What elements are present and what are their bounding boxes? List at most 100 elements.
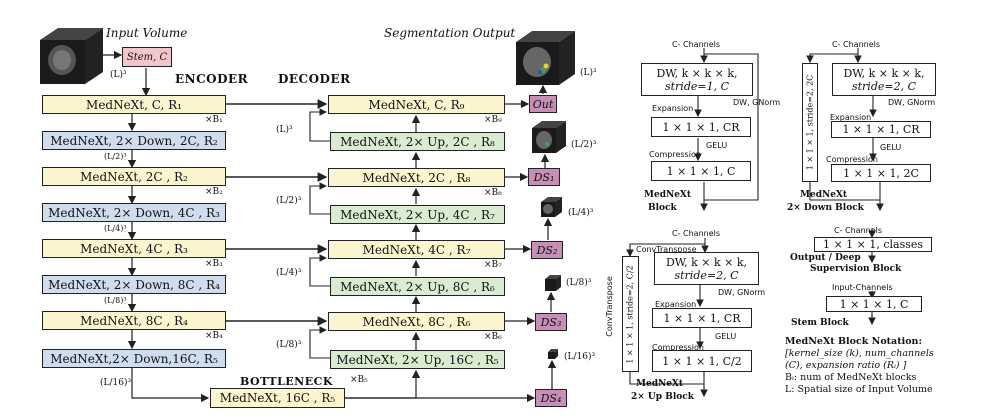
encoder-block-1: MedNeXt, C, R₁ bbox=[42, 95, 226, 114]
encoder-block-4: MedNeXt, 2× Down, 4C , R₃ bbox=[42, 203, 226, 222]
encoder-block-8: MedNeXt,2× Down,16C, R₅ bbox=[42, 349, 226, 368]
down-expansion: Expansion bbox=[830, 113, 872, 122]
mednext-exp-box: 1 × 1 × 1, CR bbox=[651, 117, 751, 137]
down-block-title-1: MedNeXt bbox=[800, 190, 848, 200]
stem-box-right: 1 × 1 × 1, C bbox=[826, 296, 922, 312]
mednext-comp-box: 1 × 1 × 1, C bbox=[651, 161, 751, 181]
output-ds4: DS₄ bbox=[535, 389, 567, 407]
output-volume-cube bbox=[516, 31, 575, 85]
up-gelu: GELU bbox=[715, 332, 737, 341]
bottleneck-mult: ×B₅ bbox=[350, 375, 368, 385]
enc-size-2: (L/2)³ bbox=[104, 152, 127, 161]
mednext-dw-line1: DW, k × k × k, bbox=[656, 66, 738, 80]
output-ds3: DS₃ bbox=[535, 313, 567, 331]
output-block-title-2: Supervision Block bbox=[810, 264, 902, 274]
mednext-dw-box: DW, k × k × k, stride=1, C bbox=[641, 63, 753, 96]
decoder-block-6: MedNeXt, 2× Up, 8C , R₆ bbox=[330, 277, 505, 296]
dec-mult-2: ×B₈ bbox=[484, 188, 502, 198]
segmentation-output-title: Segmentation Output bbox=[384, 26, 516, 40]
enc-mult-1: ×B₁ bbox=[205, 115, 223, 125]
down-gelu: GELU bbox=[880, 143, 902, 152]
enc-size-1: (L)³ bbox=[110, 70, 127, 80]
down-dw-line2: stride=2, C bbox=[851, 79, 917, 93]
up-block-title-1: MedNeXt bbox=[636, 379, 684, 389]
notation-line4: L: Spatial size of Input Volume bbox=[785, 384, 933, 395]
encoder-block-2: MedNeXt, 2× Down, 2C, R₂ bbox=[42, 131, 226, 150]
ds3-cube bbox=[545, 275, 561, 291]
enc-mult-4: ×B₄ bbox=[205, 331, 223, 341]
up-side-box: 1 × 1 × 1, stride=2, C/2 bbox=[622, 256, 639, 372]
dec-size-3: (L/4)³ bbox=[276, 268, 302, 278]
mednext-compression: Compression bbox=[649, 150, 701, 159]
up-expansion: Expansion bbox=[655, 300, 697, 309]
down-channels: C- Channels bbox=[832, 40, 881, 49]
encoder-block-6: MedNeXt, 2× Down, 8C , R₄ bbox=[42, 275, 226, 294]
up-dwnorm: DW, GNorm bbox=[718, 288, 766, 297]
down-dwnorm: DW, GNorm bbox=[888, 98, 936, 107]
enc-mult-2: ×B₂ bbox=[205, 187, 223, 197]
ds4-cube bbox=[548, 349, 558, 359]
ds2-cube bbox=[541, 197, 562, 217]
up-dw-line2: stride=2, C bbox=[674, 268, 739, 282]
notation-line2: (C), expansion ratio (Rᵢ) ] bbox=[785, 360, 907, 371]
up-convtranspose: ConvTranspose bbox=[636, 245, 697, 254]
mednext-channels: C- Channels bbox=[672, 40, 721, 49]
decoder-block-2: MedNeXt, 2× Up, 2C , R₈ bbox=[330, 132, 505, 151]
out-size-2: (L/2)³ bbox=[571, 140, 597, 150]
down-compression: Compression bbox=[826, 155, 878, 164]
encoder-block-7: MedNeXt, 8C , R₄ bbox=[42, 311, 226, 330]
output-block-title-1: Output / Deep bbox=[790, 253, 861, 263]
output-out: Out bbox=[529, 95, 557, 113]
up-comp-box: 1 × 1 × 1, C/2 bbox=[652, 350, 752, 372]
down-dw-line1: DW, k × k × k, bbox=[843, 66, 925, 80]
dec-mult-1: ×B₉ bbox=[484, 115, 502, 125]
decoder-block-5: MedNeXt, 4C , R₇ bbox=[328, 240, 505, 259]
out-size-1: (L)³ bbox=[580, 68, 597, 78]
dec-size-1: (L)³ bbox=[276, 125, 293, 135]
output-box: 1 × 1 × 1, classes bbox=[814, 237, 932, 252]
decoder-block-1: MedNeXt, C, R₉ bbox=[328, 95, 505, 114]
enc-mult-3: ×B₃ bbox=[205, 259, 223, 269]
out-size-3: (L/4)³ bbox=[568, 208, 594, 218]
mednext-gelu: GELU bbox=[706, 141, 728, 150]
bottleneck-block: MedNeXt, 16C , R₅ bbox=[210, 388, 345, 408]
notation-title: MedNeXt Block Notation: bbox=[785, 336, 922, 347]
up-side-outer-label: ConvTranspose bbox=[604, 276, 614, 337]
ds1-cube bbox=[532, 121, 566, 153]
dec-mult-4: ×B₆ bbox=[484, 332, 502, 342]
mednext-dwnorm: DW, GNorm bbox=[733, 98, 781, 107]
decoder-title: DECODER bbox=[278, 72, 351, 86]
decoder-block-7: MedNeXt, 8C , R₆ bbox=[328, 312, 505, 331]
up-block-title-2: 2× Up Block bbox=[631, 392, 694, 402]
down-exp-box: 1 × 1 × 1, CR bbox=[831, 121, 931, 138]
stem-box: Stem, C bbox=[122, 47, 172, 67]
mednext-expansion: Expansion bbox=[652, 104, 694, 113]
output-ds2: DS₂ bbox=[531, 241, 563, 259]
bottleneck-title: BOTTLENECK bbox=[240, 375, 333, 388]
enc-size-4: (L/8)³ bbox=[104, 296, 127, 305]
up-compression: Compression bbox=[652, 343, 704, 352]
down-comp-box: 1 × 1 × 1, 2C bbox=[831, 164, 931, 182]
up-channels: C- Channels bbox=[672, 229, 721, 238]
up-dw-line1: DW, k × k × k, bbox=[665, 255, 748, 269]
decoder-block-4: MedNeXt, 2× Up, 4C , R₇ bbox=[330, 205, 505, 224]
down-side-label: 1 × 1 × 1, stride=2, 2C bbox=[805, 74, 815, 171]
decoder-block-8: MedNeXt, 2× Up, 16C , R₅ bbox=[330, 350, 505, 369]
up-dw-box: DW, k × k × k, stride=2, C bbox=[654, 252, 759, 285]
enc-size-5: (L/16)³ bbox=[100, 378, 132, 388]
down-side-box: 1 × 1 × 1, stride=2, 2C bbox=[802, 63, 818, 182]
encoder-block-3: MedNeXt, 2C , R₂ bbox=[42, 167, 226, 186]
output-channels: C- Channels bbox=[834, 226, 883, 235]
notation-line3: Bᵢ: num of MedNeXt blocks bbox=[785, 372, 917, 383]
encoder-block-5: MedNeXt, 4C , R₃ bbox=[42, 239, 226, 258]
dec-mult-3: ×B₇ bbox=[484, 260, 502, 270]
out-size-5: (L/16)³ bbox=[564, 352, 596, 362]
stem-block-title: Stem Block bbox=[791, 318, 849, 328]
down-dw-box: DW, k × k × k, stride=2, C bbox=[832, 63, 936, 96]
input-volume-title: Input Volume bbox=[106, 26, 188, 40]
mednext-block-title-2: Block bbox=[648, 203, 677, 213]
enc-size-3: (L/4)³ bbox=[104, 224, 127, 233]
dec-size-4: (L/8)³ bbox=[276, 340, 302, 350]
decoder-block-3: MedNeXt, 2C , R₈ bbox=[328, 168, 505, 187]
